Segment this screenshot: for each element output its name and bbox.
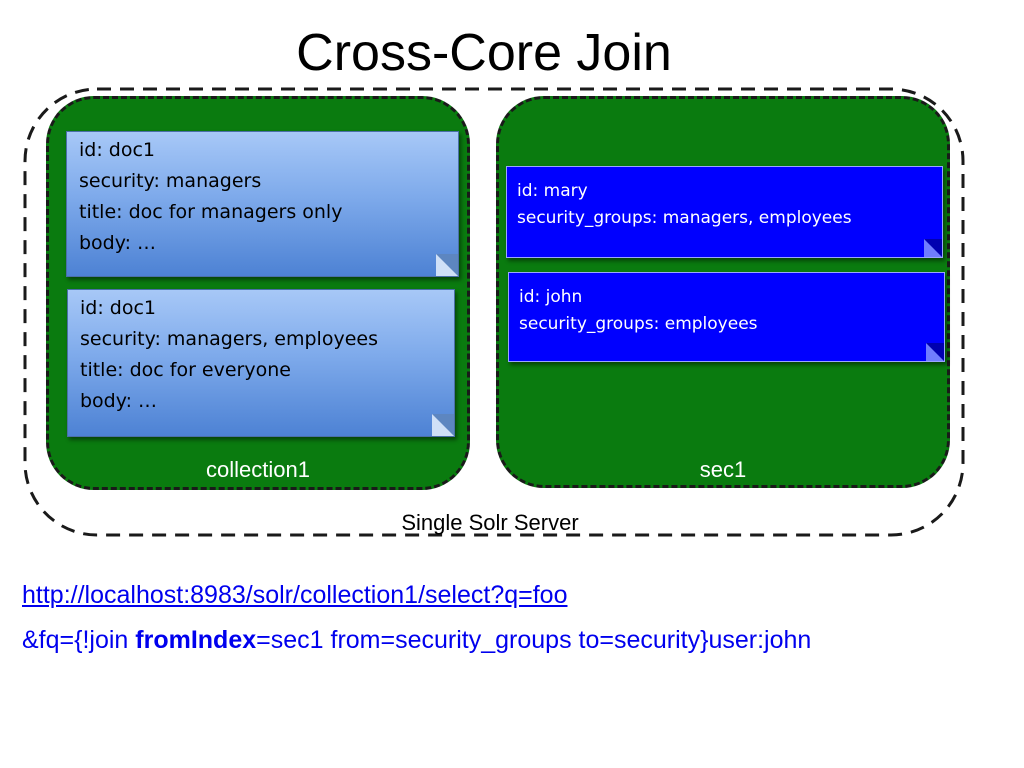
query-filter-suffix: =sec1 from=security_groups to=security}u…: [256, 626, 812, 654]
doc-field-title: title: doc for managers only: [79, 201, 343, 223]
user-card-john: id: john security_groups: employees: [508, 272, 945, 362]
query-url-link[interactable]: http://localhost:8983/solr/collection1/s…: [22, 581, 568, 609]
page-fold-icon: [924, 239, 942, 257]
query-filter-fromindex: fromIndex: [135, 626, 257, 654]
doc-field-body: body: …: [79, 232, 157, 254]
doc-field-security: security: managers, employees: [80, 328, 378, 350]
doc-field-title: title: doc for everyone: [80, 359, 291, 381]
page-fold-icon: [432, 414, 454, 436]
user-field-id: id: mary: [517, 181, 588, 201]
doc-field-id: id: doc1: [79, 139, 155, 161]
core-label-sec1: sec1: [699, 457, 747, 482]
document-card-doc1-managers: id: doc1 security: managers title: doc f…: [66, 131, 459, 277]
page-fold-icon: [926, 343, 944, 361]
core-label-collection1: collection1: [206, 457, 310, 482]
user-field-security-groups: security_groups: employees: [519, 314, 758, 334]
page-fold-icon: [436, 254, 458, 276]
doc-field-id: id: doc1: [80, 297, 156, 319]
user-card-mary: id: mary security_groups: managers, empl…: [506, 166, 943, 258]
doc-field-security: security: managers: [79, 170, 262, 192]
document-card-doc1-everyone: id: doc1 security: managers, employees t…: [67, 289, 455, 437]
query-filter-prefix: &fq={!join: [22, 626, 136, 654]
server-label: Single Solr Server: [401, 510, 579, 535]
user-field-id: id: john: [519, 287, 583, 307]
user-field-security-groups: security_groups: managers, employees: [517, 208, 852, 228]
doc-field-body: body: …: [80, 390, 158, 412]
slide-title: Cross-Core Join: [296, 24, 672, 82]
solr-server-boundary: [22, 86, 966, 538]
query-filter-line: &fq={!join fromIndex=sec1 from=security_…: [22, 626, 811, 655]
